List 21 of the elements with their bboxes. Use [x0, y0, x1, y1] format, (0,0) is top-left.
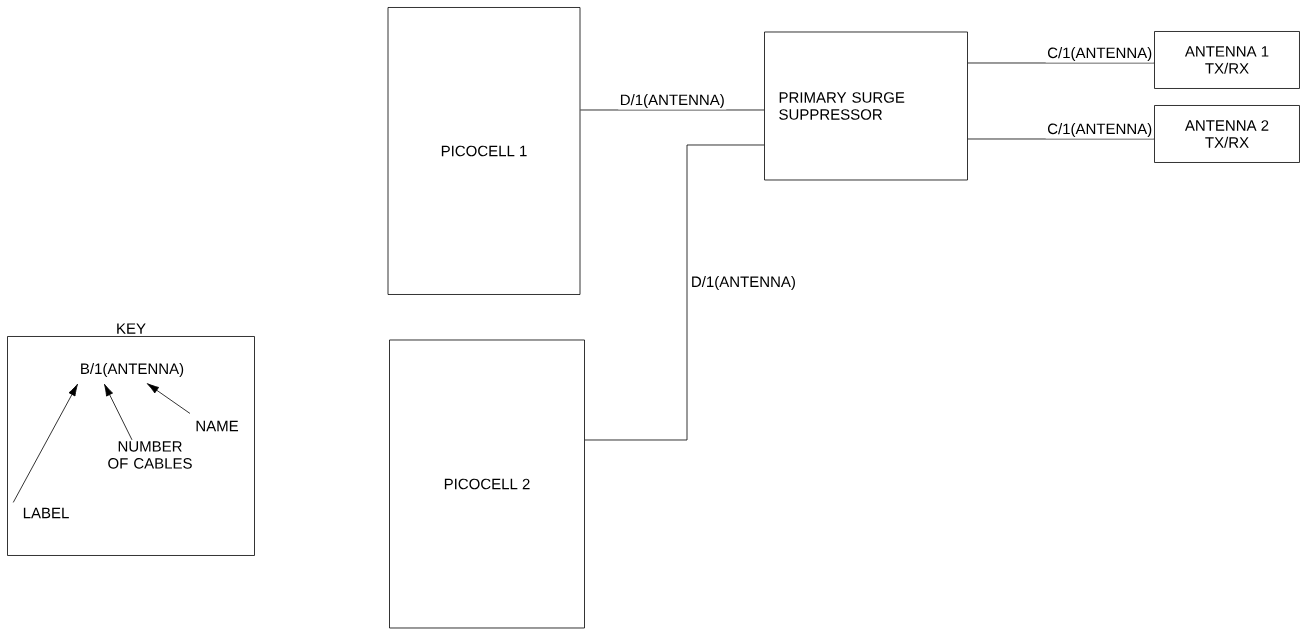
key-text: LABEL — [23, 507, 69, 519]
component-box: PICOCELL 2 — [389, 339, 585, 629]
edge-label: D/1(ANTENNA) — [689, 274, 798, 292]
connector-line — [584, 144, 765, 441]
arrow — [146, 383, 191, 414]
key-text: NUMBER OF CABLES — [108, 441, 192, 469]
node-label: KEY — [117, 323, 146, 334]
connector-line — [967, 62, 1155, 64]
component-box: PRIMARY SURGE SUPPRESSOR — [764, 31, 968, 181]
edge-label: C/1(ANTENNA) — [1045, 45, 1154, 63]
arrow — [12, 383, 78, 503]
component-box: PICOCELL 1 — [387, 7, 581, 295]
edge-label: C/1(ANTENNA) — [1045, 121, 1154, 139]
connector-line — [967, 138, 1155, 140]
edge-label: D/1(ANTENNA) — [618, 92, 727, 110]
arrow — [104, 383, 133, 441]
component-box: ANTENNA 1 TX/RX — [1154, 31, 1300, 89]
component-box: ANTENNA 2 TX/RX — [1154, 105, 1300, 163]
connector-line — [580, 109, 765, 111]
key-text: NAME — [196, 420, 239, 432]
key-text: B/1(ANTENNA) — [81, 363, 184, 377]
